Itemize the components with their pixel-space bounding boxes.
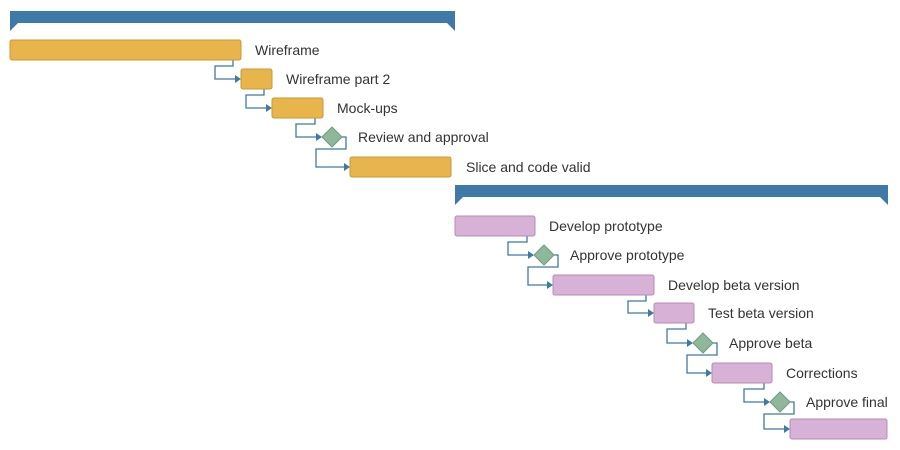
task-develop-beta-version[interactable]: Develop beta version: [552, 274, 800, 296]
task-bar[interactable]: [240, 68, 273, 90]
dependency-arrow: [764, 398, 770, 406]
task-bar[interactable]: [454, 215, 536, 237]
task-slice-and-code-valid[interactable]: Slice and code valid: [349, 156, 591, 178]
task-test-beta-version[interactable]: Test beta version: [653, 302, 814, 324]
milestone-diamond[interactable]: [533, 244, 555, 266]
task-approve-beta[interactable]: Approve beta: [692, 332, 812, 354]
dependency-line: [295, 118, 318, 138]
dependency-line: [686, 342, 718, 374]
task-label: Mock-ups: [337, 100, 398, 116]
dependency-arrow: [528, 251, 534, 259]
task-label: Slice and code valid: [466, 159, 591, 175]
dependency-line: [743, 383, 766, 403]
dependency-arrow: [316, 133, 322, 141]
task-bar[interactable]: [653, 302, 695, 324]
summary-bar[interactable]: [455, 185, 888, 205]
milestone-diamond[interactable]: [321, 126, 343, 148]
dependency-arrow: [784, 425, 790, 433]
task-wireframe[interactable]: Wireframe: [9, 39, 320, 61]
dependency-line: [627, 295, 650, 314]
task-bar[interactable]: [349, 156, 452, 178]
task-label: Test beta version: [708, 305, 814, 321]
task-label: Develop beta version: [668, 277, 800, 293]
task-label: Corrections: [786, 365, 858, 381]
dependency-line: [763, 401, 795, 430]
task-label: Approve beta: [729, 335, 812, 351]
task-bar[interactable]: [552, 274, 655, 296]
dependency-line: [507, 236, 530, 256]
dependency-connectors: [214, 60, 795, 433]
task-bar[interactable]: [711, 362, 773, 384]
task-approve-prototype[interactable]: Approve prototype: [533, 244, 685, 266]
task-label: Develop prototype: [549, 218, 663, 234]
dependency-arrow: [687, 339, 693, 347]
milestone-diamond[interactable]: [692, 332, 714, 354]
task-label: Approve final: [806, 394, 888, 410]
dependency-line: [315, 136, 347, 168]
dependency-arrow: [235, 75, 241, 83]
task-bar[interactable]: [9, 39, 242, 61]
task-label: Wireframe: [255, 42, 320, 58]
dependency-line: [666, 323, 689, 344]
task-mock-ups[interactable]: Mock-ups: [271, 97, 398, 119]
task-review-and-approval[interactable]: Review and approval: [321, 126, 489, 148]
dependency-line: [245, 89, 268, 109]
task-final-step[interactable]: [789, 418, 888, 440]
task-bar[interactable]: [271, 97, 324, 119]
dependency-line: [527, 254, 559, 286]
task-label: Wireframe part 2: [286, 71, 390, 87]
task-approve-final[interactable]: Approve final: [769, 391, 888, 413]
task-corrections[interactable]: Corrections: [711, 362, 858, 384]
task-wireframe-part-2[interactable]: Wireframe part 2: [240, 68, 390, 90]
task-develop-prototype[interactable]: Develop prototype: [454, 215, 663, 237]
dependency-arrow: [344, 163, 350, 171]
summary-bar[interactable]: [10, 11, 455, 31]
dependency-arrow: [706, 369, 712, 377]
task-bar[interactable]: [789, 418, 888, 440]
task-label: Approve prototype: [570, 247, 685, 263]
dependency-line: [214, 60, 237, 80]
dependency-arrow: [648, 309, 654, 317]
task-label: Review and approval: [358, 129, 489, 145]
dependency-arrow: [547, 281, 553, 289]
dependency-arrow: [266, 104, 272, 112]
milestone-diamond[interactable]: [769, 391, 791, 413]
